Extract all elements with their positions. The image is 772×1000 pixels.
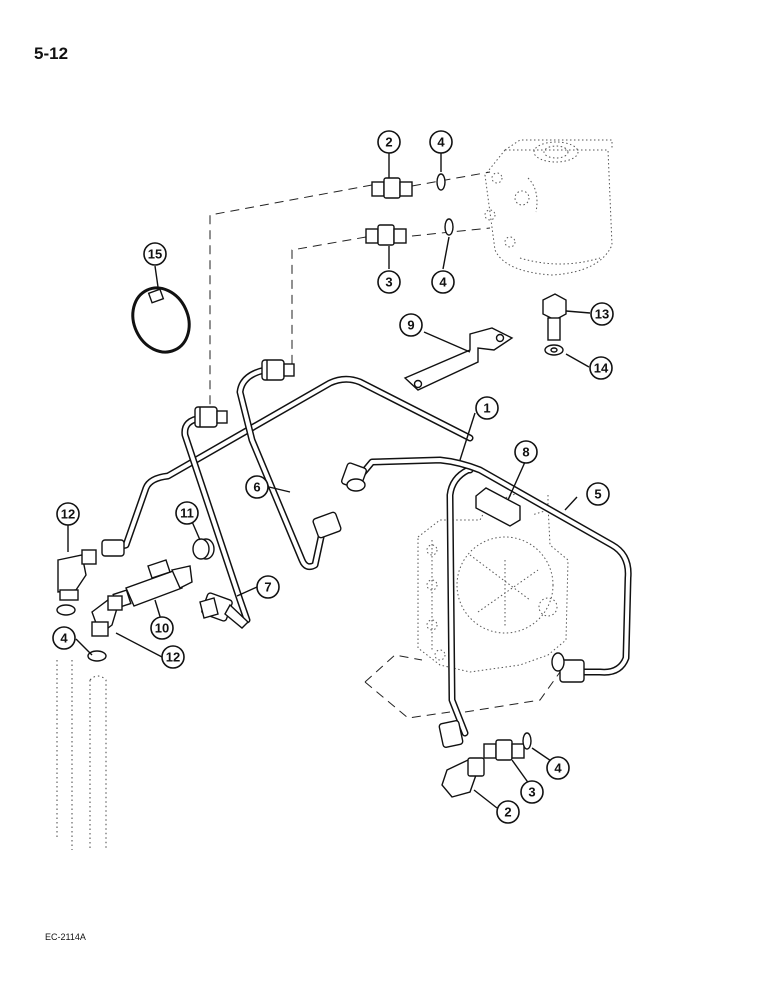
- callout-15: 15: [143, 242, 167, 266]
- svg-text:4: 4: [437, 135, 445, 150]
- svg-text:15: 15: [148, 247, 162, 262]
- clamp-15: [131, 286, 191, 354]
- svg-text:4: 4: [554, 761, 562, 776]
- svg-text:10: 10: [155, 621, 169, 636]
- fitting-pipe-5-left: [340, 462, 368, 492]
- key-8: [475, 487, 521, 527]
- o-ring-4-left-b: [87, 650, 107, 662]
- o-ring-4-upper: [436, 173, 446, 191]
- connector-3-top-lower: [365, 224, 407, 246]
- page-number: 5-12: [34, 44, 69, 63]
- elbow-12-upper: [57, 549, 97, 601]
- callout-5: 5: [586, 482, 610, 506]
- callout-10: 10: [150, 616, 174, 640]
- connector-3-top-upper: [371, 177, 413, 199]
- svg-text:1: 1: [483, 401, 490, 416]
- svg-text:11: 11: [180, 506, 194, 521]
- figure-code: EC-2114A: [45, 932, 86, 942]
- svg-text:3: 3: [385, 275, 392, 290]
- svg-text:7: 7: [264, 580, 271, 595]
- o-ring-4-bottom-right: [522, 732, 532, 750]
- callout-4-bottom: 4: [546, 756, 570, 780]
- svg-text:2: 2: [504, 805, 511, 820]
- callout-7: 7: [256, 575, 280, 599]
- callout-1: 1: [475, 396, 499, 420]
- callout-6: 6: [245, 475, 269, 499]
- bolt-13: [542, 293, 567, 341]
- pump-housing-ghost: [417, 491, 569, 673]
- fitting-pipe-upper-left: [101, 539, 125, 557]
- callout-11: 11: [175, 501, 199, 525]
- callout-8: 8: [514, 440, 538, 464]
- elbow-12-lower: [91, 595, 123, 637]
- cap-11: [192, 538, 215, 560]
- fitting-pipe-1-bottom: [438, 720, 464, 748]
- fitting-pipe-5-right: [551, 652, 585, 683]
- callout-14: 14: [589, 356, 613, 380]
- hose-dotted-outlines: [56, 660, 107, 850]
- callout-4-middle: 4: [431, 270, 455, 294]
- pipe-long-upper: [114, 375, 474, 551]
- svg-text:5: 5: [594, 487, 601, 502]
- callout-3-middle: 3: [377, 270, 401, 294]
- callout-3-top: 2: [377, 130, 401, 154]
- callout-4-top: 4: [429, 130, 453, 154]
- callout-12-upper: 12: [56, 502, 80, 526]
- tee-fitting-10: [112, 559, 193, 609]
- svg-text:8: 8: [522, 445, 529, 460]
- o-ring-4-middle: [444, 218, 454, 236]
- svg-text:3: 3: [528, 785, 535, 800]
- callout-3-bottom: 3: [520, 780, 544, 804]
- svg-text:14: 14: [594, 361, 609, 376]
- bracket-9: [403, 327, 514, 391]
- pipe-6: [236, 366, 327, 571]
- connector-3-bottom: [483, 739, 525, 761]
- o-ring-4-left-a: [56, 604, 76, 616]
- svg-text:2: 2: [385, 135, 392, 150]
- svg-text:12: 12: [61, 507, 75, 522]
- steering-motor-ghost: [484, 139, 613, 276]
- fitting-center-left: [199, 597, 219, 619]
- callout-group: 2 4 3 4 15 9 13 14 1 8 5 6 7 11 12 10 4 …: [52, 130, 614, 824]
- callout-13: 13: [590, 302, 614, 326]
- svg-text:9: 9: [407, 318, 414, 333]
- fitting-pipe-6-bottom: [312, 511, 342, 539]
- fitting-pipe-6-top: [261, 359, 295, 381]
- callout-2: 2: [496, 800, 520, 824]
- svg-text:6: 6: [253, 480, 260, 495]
- callout-12-lower: 12: [161, 645, 185, 669]
- washer-14: [544, 344, 564, 356]
- elbow-2: [441, 757, 485, 798]
- svg-text:4: 4: [439, 275, 447, 290]
- dashed-alignment-lines: [209, 171, 561, 719]
- svg-text:4: 4: [60, 631, 68, 646]
- callout-4-left: 4: [52, 626, 76, 650]
- callout-9: 9: [399, 313, 423, 337]
- svg-text:12: 12: [166, 650, 180, 665]
- pipe-5: [358, 456, 632, 676]
- pipe-1: [446, 466, 474, 737]
- fitting-pipe-7-top: [194, 406, 228, 428]
- svg-text:13: 13: [595, 307, 609, 322]
